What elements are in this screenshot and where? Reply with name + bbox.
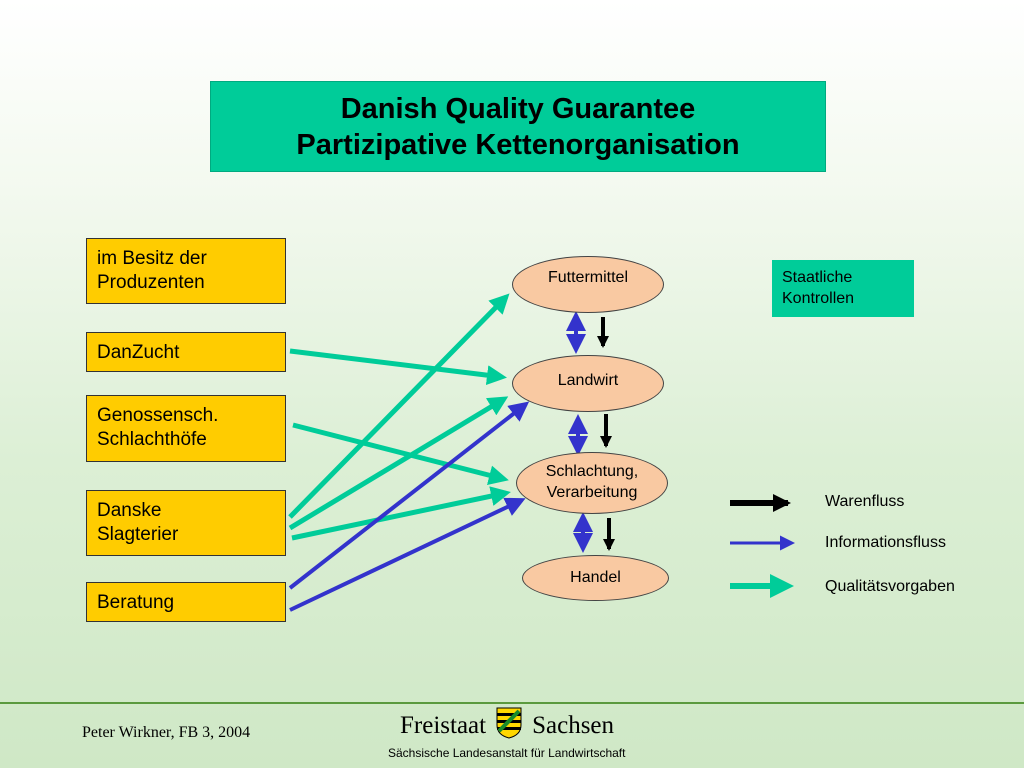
node-schlachtung-line-2: Verarbeitung: [546, 484, 638, 501]
actor-besitz-line-2: Produzenten: [97, 272, 205, 293]
staatliche-kontrollen-box: Staatliche Kontrollen: [772, 260, 914, 317]
footer-divider: [0, 702, 1024, 704]
actor-danske-line-2: Slagterier: [97, 524, 179, 545]
quality-arrow-danske-futtermittel: [288, 293, 510, 519]
title-line-1: Danish Quality Guarantee: [340, 92, 696, 125]
staatliche-line-2: Kontrollen: [782, 290, 855, 307]
actor-genossensch: Genossensch. Schlachthöfe: [86, 395, 286, 462]
actor-genossensch-line-1: Genossensch.: [97, 405, 219, 426]
node-handel-label: Handel: [570, 569, 621, 586]
actor-danzucht-label: DanZucht: [97, 342, 180, 363]
node-futtermittel-label: Futtermittel: [547, 269, 628, 286]
title-line-2: Partizipative Kettenorganisation: [296, 128, 740, 161]
freistaat-sachsen-logo: Freistaat Sachsen: [400, 707, 615, 746]
quality-arrow-danske-landwirt: [288, 396, 509, 531]
actor-besitz-produzenten: im Besitz der Produzenten: [86, 238, 286, 304]
footer-institution: Sächsische Landesanstalt für Landwirtsch…: [388, 746, 626, 760]
legend-informationsfluss-label: Informationsfluss: [825, 534, 946, 551]
quality-arrow-danzucht-landwirt: [289, 348, 507, 386]
actor-danzucht: DanZucht: [86, 332, 286, 372]
staatliche-line-1: Staatliche: [782, 269, 853, 286]
saxony-coat-of-arms-icon: [496, 707, 522, 746]
legend-warenfluss-label: Warenfluss: [825, 493, 905, 510]
logo-text-right: Sachsen: [532, 712, 615, 739]
node-futtermittel: Futtermittel: [512, 256, 664, 313]
node-landwirt: Landwirt: [512, 355, 664, 412]
legend-qualitaet-label: Qualitätsvorgaben: [825, 578, 955, 595]
footer-author: Peter Wirkner, FB 3, 2004: [82, 724, 251, 741]
actor-besitz-line-1: im Besitz der: [97, 248, 207, 269]
node-handel: Handel: [522, 555, 669, 601]
node-landwirt-label: Landwirt: [557, 372, 619, 389]
logo-text-left: Freistaat: [400, 712, 487, 739]
info-arrow-beratung-landwirt: [288, 401, 530, 590]
quality-arrow-danske-schlachtung: [291, 486, 511, 541]
quality-arrow-genossensch-schlachtung: [292, 422, 509, 485]
node-schlachtung-line-1: Schlachtung,: [545, 463, 639, 480]
actor-danske-line-1: Danske: [97, 500, 162, 521]
actor-beratung: Beratung: [86, 582, 286, 622]
actor-beratung-label: Beratung: [97, 592, 175, 613]
actor-danske-slagterier: Danske Slagterier: [86, 490, 286, 556]
actor-genossensch-line-2: Schlachthöfe: [97, 429, 207, 450]
info-arrow-beratung-schlachtung: [289, 497, 526, 612]
title-box: Danish Quality Guarantee Partizipative K…: [210, 81, 826, 172]
node-schlachtung: Schlachtung, Verarbeitung: [516, 452, 668, 514]
